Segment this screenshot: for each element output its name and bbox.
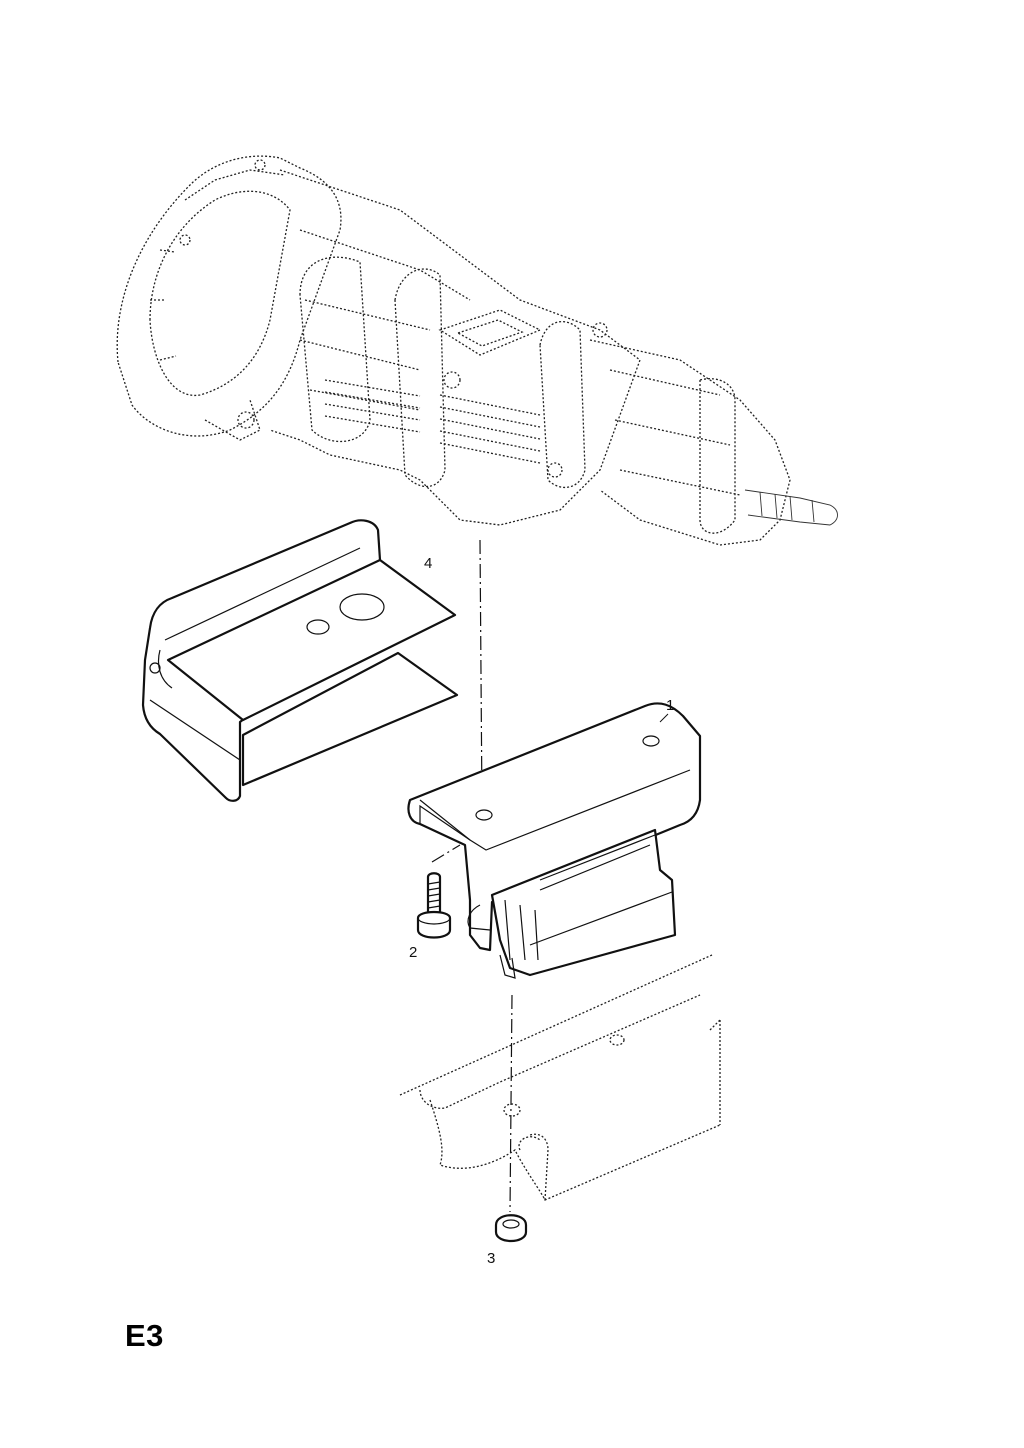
alignment-centerlines [431,539,513,1213]
frame-crossmember [399,954,721,1201]
part-4-pad [141,519,459,802]
callout-1: 1 [666,697,674,714]
transmission-assembly [116,155,838,546]
part-1-bracket [407,702,702,979]
callout-2: 2 [409,944,417,961]
sheet-code: E3 [125,1318,164,1353]
callout-3: 3 [487,1250,495,1267]
callout-4: 4 [424,555,432,572]
part-2-bolt [416,872,452,939]
callouts: 1 2 3 4 [409,555,674,1267]
part-3-nut [494,1214,528,1243]
